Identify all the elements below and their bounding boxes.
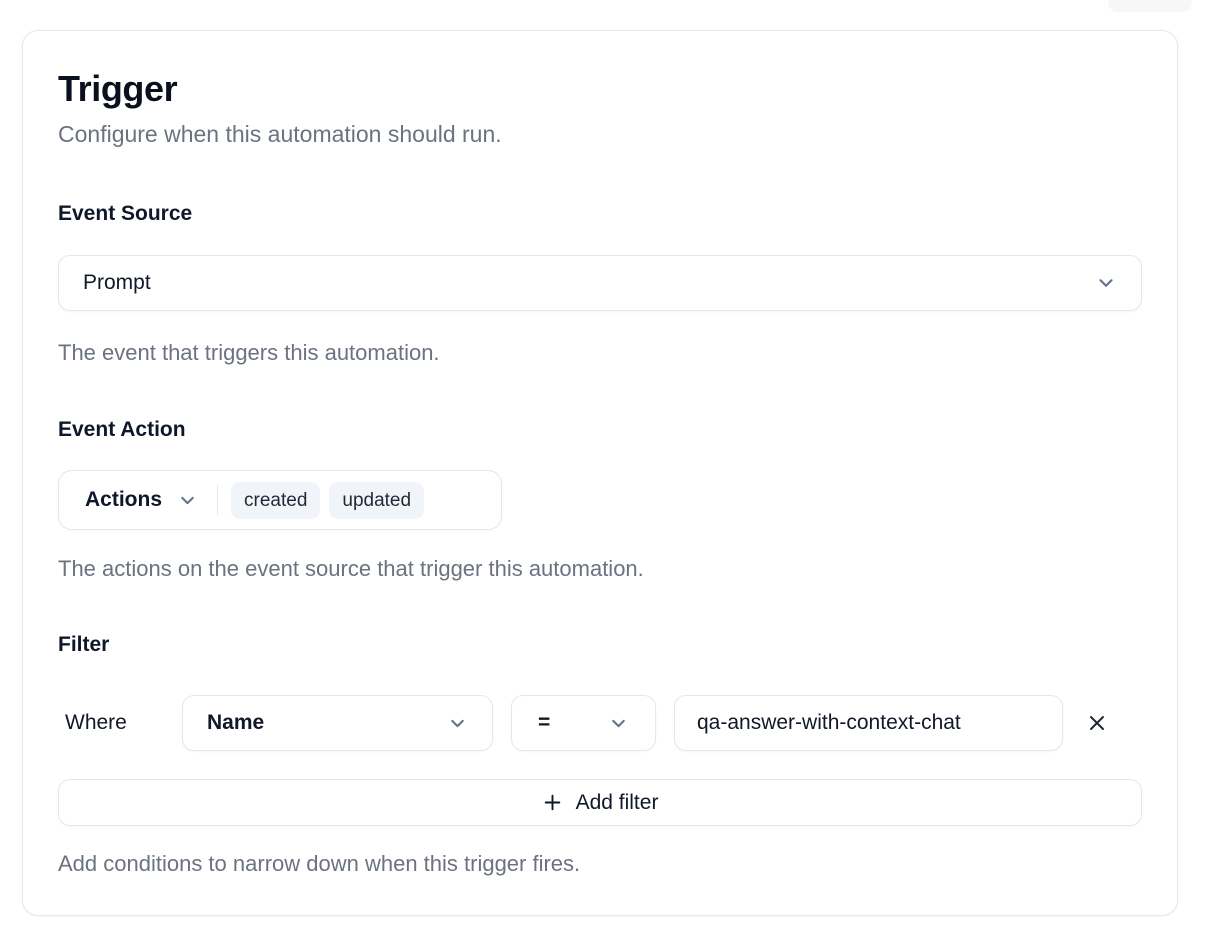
add-filter-button[interactable]: Add filter xyxy=(58,779,1142,826)
event-action-help: The actions on the event source that tri… xyxy=(58,556,644,581)
filter-label: Filter xyxy=(58,633,110,656)
event-action-dropdown[interactable]: Actions xyxy=(85,488,198,512)
close-icon xyxy=(1090,716,1104,730)
action-badge-updated[interactable]: updated xyxy=(329,481,425,519)
event-action-label: Event Action xyxy=(58,418,186,441)
filter-field-selected-value: Name xyxy=(207,711,265,734)
filter-operator-selected-value: = xyxy=(538,711,551,734)
event-source-selected-value: Prompt xyxy=(83,271,151,294)
event-source-label: Event Source xyxy=(58,202,193,225)
filter-help: Add conditions to narrow down when this … xyxy=(58,851,581,876)
divider xyxy=(217,485,219,515)
chevron-down-icon xyxy=(612,719,625,727)
partial-element-top-right xyxy=(1108,0,1192,12)
chevron-down-icon xyxy=(181,496,194,504)
event-action-control: Actions created updated xyxy=(58,470,502,530)
add-filter-label: Add filter xyxy=(575,790,659,814)
chevron-down-icon xyxy=(1099,279,1113,287)
filter-row: Where Name = xyxy=(58,695,1142,751)
event-action-dropdown-label: Actions xyxy=(85,488,163,511)
trigger-card: Trigger Configure when this automation s… xyxy=(22,30,1178,916)
filter-value-input[interactable] xyxy=(674,695,1063,751)
filter-operator-select[interactable]: = xyxy=(511,695,656,751)
action-badge-created[interactable]: created xyxy=(231,481,321,519)
event-source-select[interactable]: Prompt xyxy=(58,255,1142,311)
filter-where-label: Where xyxy=(65,711,127,734)
filter-field-select[interactable]: Name xyxy=(182,695,493,751)
remove-filter-button[interactable] xyxy=(1075,701,1119,745)
chevron-down-icon xyxy=(451,719,464,727)
page-title: Trigger xyxy=(58,68,178,109)
plus-icon xyxy=(544,794,560,811)
card-subtitle: Configure when this automation should ru… xyxy=(58,121,502,147)
event-source-help: The event that triggers this automation. xyxy=(58,340,440,365)
